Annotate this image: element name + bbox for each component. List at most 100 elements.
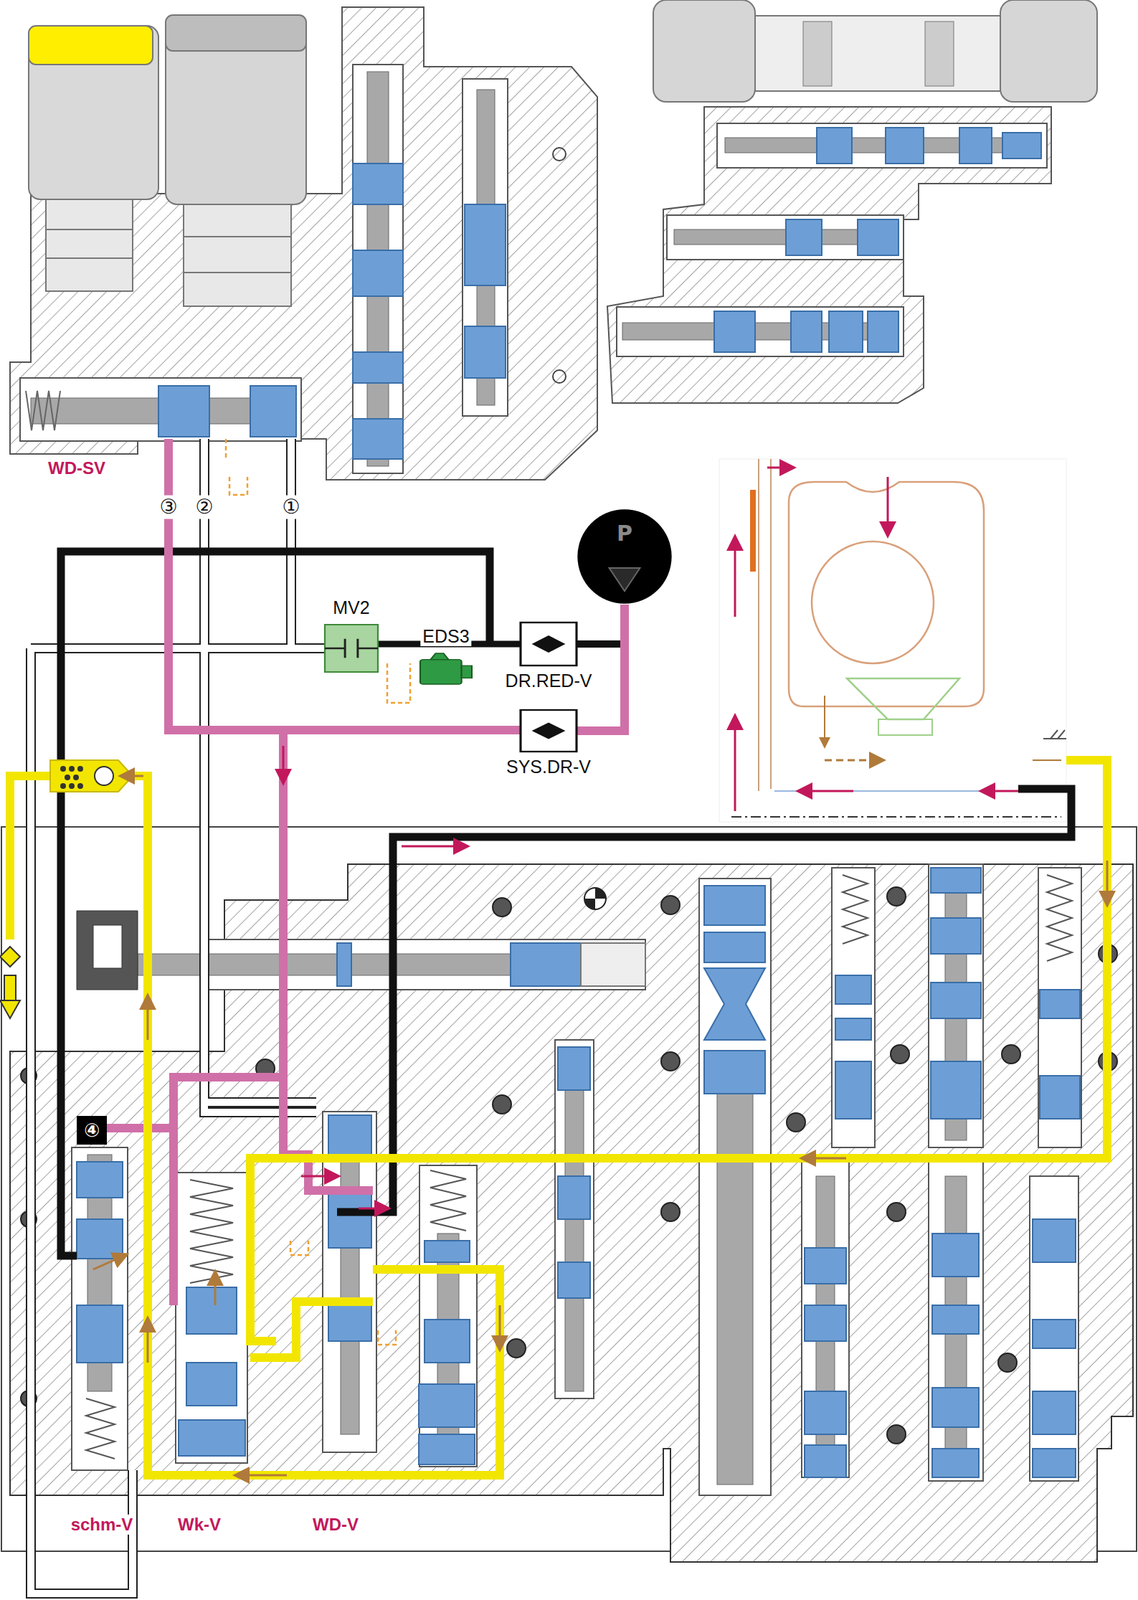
valve-shape xyxy=(520,622,577,666)
solenoid-valve-box: MV2 xyxy=(324,624,378,672)
filter-symbol-part xyxy=(0,1000,21,1019)
flow-arrow-part xyxy=(803,1157,847,1160)
cooler-symbol-part-part xyxy=(68,765,75,772)
hydraulic-line-yellow-part xyxy=(10,775,51,940)
valve-shape xyxy=(532,722,566,739)
lower-valve-body-part xyxy=(1032,1219,1076,1263)
upper-valve-body-part xyxy=(183,235,292,238)
upper-right-valve-body-part xyxy=(1000,0,1098,102)
flow-arrow xyxy=(283,745,467,1209)
lower-valve-body-part xyxy=(930,867,981,893)
upper-valve-body-part xyxy=(552,147,566,161)
lower-valve-body-part xyxy=(1029,1176,1079,1481)
torque-converter xyxy=(719,458,1067,822)
datum-mark-part xyxy=(584,887,606,910)
valve-shape xyxy=(520,709,577,752)
lower-valve-body-part xyxy=(322,1111,377,1453)
flow-arrow-part xyxy=(401,845,467,848)
flow-arrow-part xyxy=(147,996,150,1040)
lower-valve-body-part xyxy=(804,1305,847,1341)
cooler-symbol-part-part xyxy=(60,765,66,772)
lower-valve-body-part xyxy=(804,1247,847,1284)
node-heading: DR.RED-V xyxy=(503,671,595,692)
bolt-hole-part xyxy=(887,887,906,906)
lower-valve-body-part xyxy=(1032,1391,1076,1435)
hydraulic-connector xyxy=(576,604,625,644)
tank-symbol-part xyxy=(377,1330,396,1345)
lower-valve-body-part xyxy=(186,1287,237,1334)
cooler-symbol-part-part xyxy=(77,783,84,789)
lower-valve-body-part xyxy=(10,864,1133,1562)
torque-converter-part xyxy=(824,759,883,762)
upper-valve-body-part xyxy=(45,199,133,292)
lower-valve-body-part xyxy=(932,1448,979,1478)
bolt-hole-part xyxy=(661,1202,680,1222)
lower-valve-body-part xyxy=(175,1172,248,1463)
lower-valve-body-part xyxy=(699,878,771,1496)
upper-valve-body-part xyxy=(352,163,403,205)
mv-outline xyxy=(324,624,378,672)
lower-valve-body-part xyxy=(932,1233,979,1277)
lower-valve-body-part xyxy=(717,1089,753,1485)
flow-arrow xyxy=(93,775,1108,1476)
upper-valve-body-part xyxy=(10,7,598,480)
flow-arrow-part xyxy=(358,1207,388,1210)
pump-circle: P xyxy=(576,508,673,605)
bolt-hole-part xyxy=(887,1202,906,1222)
lower-valve-body-part xyxy=(704,968,766,1040)
eds-shape xyxy=(461,665,472,678)
torque-converter-part xyxy=(846,678,960,720)
torque-converter-part xyxy=(750,489,756,572)
lower-valve-body-part xyxy=(430,1170,467,1231)
upper-right-valve-body xyxy=(607,0,1098,403)
callout-box: ④ xyxy=(76,1115,107,1145)
upper-valve-body-part xyxy=(20,377,302,442)
upper-right-valve-body-part xyxy=(717,123,1047,168)
lower-valve-body-part xyxy=(928,864,984,1148)
hydraulic-line-yellow-part xyxy=(250,1301,373,1358)
lower-valve-body-part xyxy=(930,917,981,954)
torque-converter-part xyxy=(887,476,890,535)
cooler-symbol-part xyxy=(50,760,133,792)
pressure-regulator-solenoid: EDS3 xyxy=(420,653,472,685)
upper-valve-body-part xyxy=(165,15,307,51)
mv-shape xyxy=(324,624,378,672)
bolt-hole-part xyxy=(890,1044,910,1064)
lower-valve-body-part xyxy=(835,1061,872,1119)
upper-valve-body-part xyxy=(28,25,153,65)
lower-valve-body-part xyxy=(76,1305,123,1363)
torque-converter-part xyxy=(788,481,984,707)
torque-converter-part xyxy=(878,719,933,736)
lower-valve-body-part xyxy=(424,1319,470,1363)
bolt-hole-part xyxy=(998,1353,1017,1372)
callout-number: ③ xyxy=(157,495,180,520)
cooler-symbol-part xyxy=(60,765,84,789)
hydraulic-connector xyxy=(576,604,625,731)
upper-right-valve-body-part xyxy=(653,0,756,102)
upper-valve-body-part xyxy=(352,64,403,474)
callout-number: ② xyxy=(192,495,216,520)
hydraulic-line-black-part xyxy=(337,788,1072,1212)
upper-valve-body-part xyxy=(352,418,403,459)
flow-arrow-part xyxy=(282,745,285,782)
upper-right-valve-body-part xyxy=(724,137,1042,153)
tank-symbol-part xyxy=(387,663,411,703)
torque-converter-part xyxy=(799,790,854,793)
upper-valve-body-part xyxy=(45,257,133,259)
tank-symbol-part xyxy=(225,438,248,495)
upper-right-valve-body-part xyxy=(925,21,954,87)
upper-right-valve-body-part xyxy=(816,127,852,164)
torque-converter-part xyxy=(1032,759,1062,761)
lower-valve-body-part xyxy=(801,1161,850,1478)
mv-shape xyxy=(324,638,378,658)
hydraulic-line-black xyxy=(60,551,1072,1256)
upper-right-valve-body-part xyxy=(885,127,924,164)
torque-converter-part xyxy=(734,537,737,617)
lower-valve-body-part xyxy=(555,1039,594,1399)
cooler-symbol-part xyxy=(94,766,114,786)
lower-valve-body-part xyxy=(337,942,352,986)
upper-valve-body xyxy=(10,7,598,480)
